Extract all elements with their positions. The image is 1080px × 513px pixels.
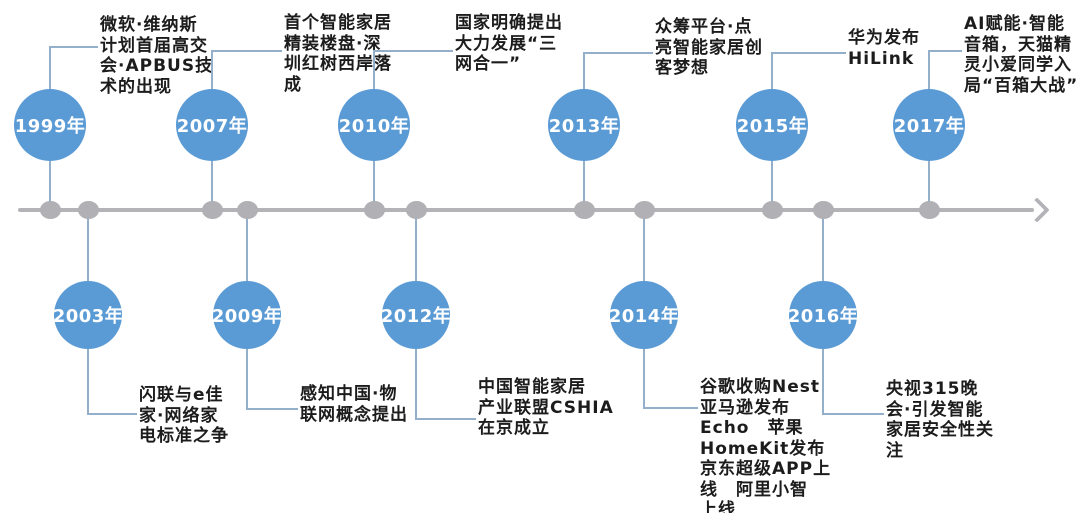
timeline-dot xyxy=(77,201,99,219)
timeline-dot xyxy=(39,201,61,219)
year-label: 2013年 xyxy=(548,116,620,137)
year-label: 2012年 xyxy=(380,306,452,327)
timeline-dot xyxy=(633,201,655,219)
timeline-dot xyxy=(236,201,258,219)
connector-elbow xyxy=(87,348,137,415)
event-note: 首个智能家居 精装楼盘·深 圳红树西岸落 成 xyxy=(284,13,392,95)
connector-stem xyxy=(246,218,248,282)
connector-elbow xyxy=(246,348,298,410)
year-circle: 2009年 xyxy=(211,281,283,349)
event-note: 央视315晚 会·引发智能 家居安全性关 注 xyxy=(886,379,994,461)
timeline-dot xyxy=(201,201,223,219)
year-circle: 2016年 xyxy=(787,281,859,349)
year-label: 2015年 xyxy=(736,116,808,137)
timeline-dot xyxy=(812,201,834,219)
year-circle: 2013年 xyxy=(548,89,620,161)
connector-stem xyxy=(643,218,645,282)
year-label: 1999年 xyxy=(14,116,86,137)
connector-stem xyxy=(373,160,375,202)
connector-elbow xyxy=(643,348,698,409)
year-circle: 2017年 xyxy=(893,89,965,161)
connector-stem xyxy=(771,160,773,202)
year-label: 2014年 xyxy=(608,306,680,327)
event-note: 国家明确提出 大力发展“三 网合一” xyxy=(455,13,563,74)
year-label: 2017年 xyxy=(893,116,965,137)
event-note: 闪联与e佳 家·网络家 电标准之争 xyxy=(139,385,229,446)
event-note: 华为发布 HiLink xyxy=(848,28,920,69)
year-label: 2007年 xyxy=(176,116,248,137)
year-label: 2009年 xyxy=(211,306,283,327)
event-note: 谷歌收购Nest 亚马逊发布 Echo 苹果 HomeKit发布 京东超级APP… xyxy=(700,377,832,513)
connector-stem xyxy=(928,160,930,202)
event-note: AI赋能·智能 音箱，天猫精 灵小爱同学入 局“百箱大战” xyxy=(964,14,1079,96)
year-label: 2016年 xyxy=(787,306,859,327)
connector-stem xyxy=(211,160,213,202)
connector-stem xyxy=(415,218,417,282)
year-circle: 2010年 xyxy=(338,89,410,161)
event-note: 微软·维纳斯 计划首届高交 会·APBUS技 术的出现 xyxy=(100,15,214,97)
connector-elbow xyxy=(928,50,962,92)
timeline-dot xyxy=(573,201,595,219)
connector-elbow xyxy=(415,348,476,420)
year-circle: 2003年 xyxy=(52,281,124,349)
timeline-dot xyxy=(405,201,427,219)
year-label: 2003年 xyxy=(52,306,124,327)
connector-elbow xyxy=(373,50,453,92)
event-note: 中国智能家居 产业联盟CSHIA 在京成立 xyxy=(478,377,614,438)
year-circle: 1999年 xyxy=(14,89,86,161)
timeline-dot xyxy=(918,201,940,219)
timeline-dot xyxy=(363,201,385,219)
connector-stem xyxy=(87,218,89,282)
connector-elbow xyxy=(49,46,98,92)
connector-stem xyxy=(822,218,824,282)
event-note: 感知中国·物 联网概念提出 xyxy=(300,384,408,425)
timeline-dot xyxy=(761,201,783,219)
connector-elbow xyxy=(822,348,884,415)
timeline-axis xyxy=(18,208,1034,212)
connector-elbow xyxy=(211,50,282,92)
connector-elbow xyxy=(583,52,653,92)
year-circle: 2014年 xyxy=(608,281,680,349)
year-circle: 2012年 xyxy=(380,281,452,349)
timeline-arrowhead-icon xyxy=(1024,197,1050,223)
connector-stem xyxy=(583,160,585,202)
connector-stem xyxy=(49,160,51,202)
event-note: 众筹平台·点 亮智能家居创 客梦想 xyxy=(655,17,763,78)
connector-elbow xyxy=(771,52,846,92)
year-circle: 2015年 xyxy=(736,89,808,161)
year-circle: 2007年 xyxy=(176,89,248,161)
year-label: 2010年 xyxy=(338,116,410,137)
